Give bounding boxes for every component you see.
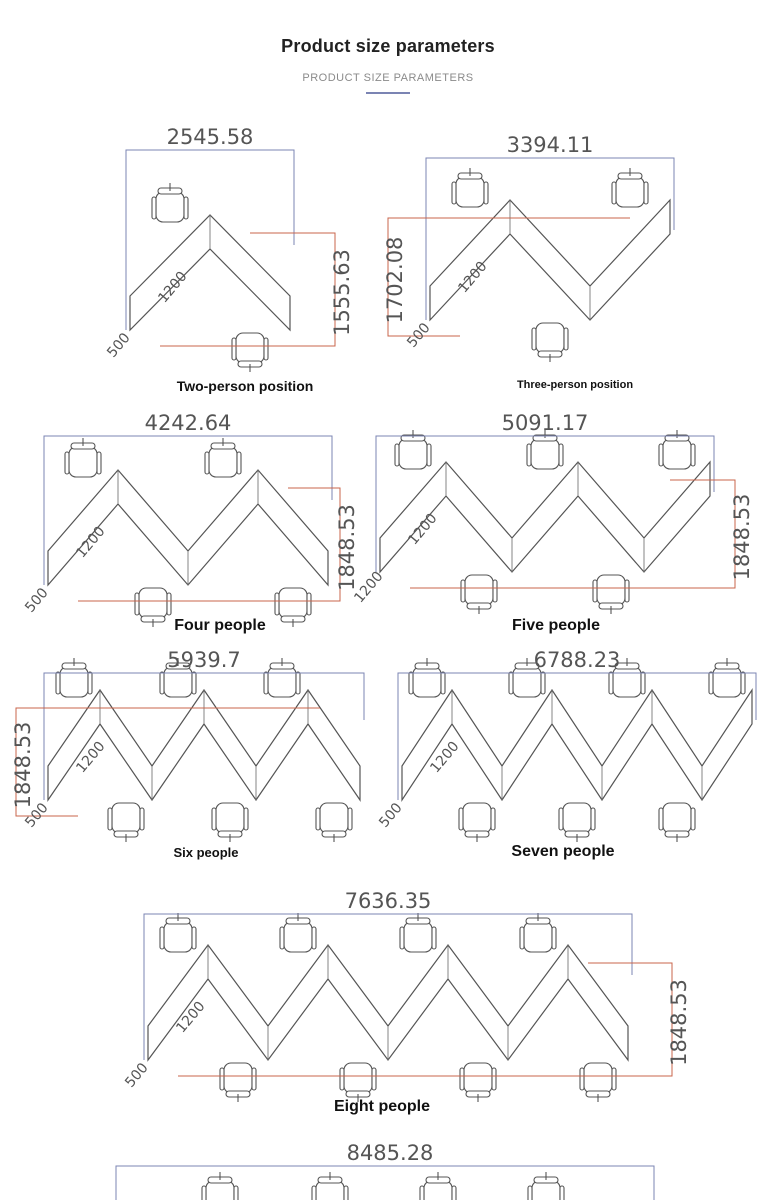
- width-dimension-line-0: [125, 149, 295, 330]
- chair-icon-7-2: [419, 1172, 457, 1200]
- chair-icon-6-4: [399, 913, 437, 953]
- chair-icon-5-4: [608, 658, 646, 698]
- chair-icon-5-5: [658, 802, 696, 842]
- height-label-6: 1848.53: [667, 979, 691, 1066]
- module-depth-label-1: 500: [404, 320, 433, 351]
- chair-icon-6-5: [459, 1062, 497, 1102]
- chair-icon-6-2: [279, 913, 317, 953]
- chair-icon-2-2: [204, 438, 242, 478]
- chair-icon-3-3: [592, 574, 630, 614]
- subtitle-underline: [366, 92, 410, 94]
- chair-icon-4-2: [159, 658, 197, 698]
- height-label-2: 1848.53: [335, 504, 359, 591]
- width-dimension-line-6: [143, 913, 633, 1060]
- chair-icon-7-1: [311, 1172, 349, 1200]
- caption-three-person: Three-person position: [516, 379, 634, 391]
- chair-icon-2-0: [64, 438, 102, 478]
- width-label-2: 4242.64: [145, 411, 232, 435]
- height-label-0: 1555.63: [330, 249, 354, 336]
- caption-five-people: Five people: [511, 617, 601, 634]
- chair-icon-5-1: [458, 802, 496, 842]
- chair-icon-2-1: [134, 587, 172, 627]
- chair-icon-3-1: [460, 574, 498, 614]
- desk-outline-5: [401, 687, 753, 803]
- chair-icon-7-0: [201, 1172, 239, 1200]
- height-dimension-line-2: [78, 487, 341, 602]
- chair-icon-6-7: [579, 1062, 617, 1102]
- chair-icon-6-1: [219, 1062, 257, 1102]
- chair-icon-1-1: [531, 322, 569, 362]
- width-dimension-line-2: [43, 435, 333, 585]
- width-label-1: 3394.11: [507, 133, 594, 157]
- chair-icon-7-3: [527, 1172, 565, 1200]
- chair-icon-5-3: [558, 802, 596, 842]
- width-dimension-line-1: [425, 157, 675, 320]
- height-label-3: 1848.53: [730, 494, 754, 581]
- chair-icon-3-4: [658, 430, 696, 470]
- chair-icon-0-0: [151, 183, 189, 223]
- chair-icon-4-4: [263, 658, 301, 698]
- width-label-7: 8485.28: [347, 1141, 434, 1165]
- width-dimension-line-7: [115, 1165, 655, 1200]
- width-label-4: 5939.7: [167, 648, 240, 672]
- height-dimension-line-4: [15, 707, 320, 817]
- module-depth-label-0: 500: [104, 330, 133, 361]
- chair-icon-6-0: [159, 913, 197, 953]
- page-title: Product size parameters: [281, 36, 495, 56]
- width-dimension-line-5: [397, 672, 757, 800]
- chair-icon-1-0: [451, 168, 489, 208]
- chair-icon-4-3: [211, 802, 249, 842]
- caption-seven-people: Seven people: [511, 843, 615, 860]
- chair-icon-2-3: [274, 587, 312, 627]
- width-label-0: 2545.58: [167, 125, 254, 149]
- caption-four-people: Four people: [174, 617, 266, 634]
- module-depth-label-5: 500: [376, 800, 405, 831]
- chair-icon-0-1: [231, 332, 269, 372]
- chair-icon-4-0: [55, 658, 93, 698]
- page-subtitle: PRODUCT SIZE PARAMETERS: [302, 72, 474, 84]
- height-dimension-line-3: [410, 479, 736, 589]
- chair-icon-4-5: [315, 802, 353, 842]
- height-dimension-line-6: [178, 962, 673, 1077]
- height-dimension-line-1: [387, 217, 630, 337]
- module-depth-label-2: 500: [22, 585, 51, 616]
- height-dimension-line-0: [160, 232, 336, 347]
- height-label-1: 1702.08: [383, 237, 407, 324]
- width-label-5: 6788.23: [534, 648, 621, 672]
- width-label-3: 5091.17: [502, 411, 589, 435]
- caption-eight-people: Eight people: [334, 1098, 430, 1115]
- width-dimension-line-3: [375, 435, 715, 572]
- module-depth-label-6: 500: [122, 1060, 151, 1091]
- chair-icon-1-2: [611, 168, 649, 208]
- chair-icon-4-1: [107, 802, 145, 842]
- chair-icon-5-6: [708, 658, 746, 698]
- chair-icon-5-2: [508, 658, 546, 698]
- chair-icon-6-3: [339, 1062, 377, 1102]
- height-label-4: 1848.53: [11, 722, 35, 809]
- width-label-6: 7636.35: [345, 889, 432, 913]
- chair-icon-5-0: [408, 658, 446, 698]
- desk-outline-1: [429, 198, 671, 322]
- caption-six-people: Six people: [173, 845, 239, 860]
- caption-two-person: Two-person position: [176, 378, 314, 394]
- width-dimension-line-4: [43, 672, 365, 800]
- chair-icon-6-6: [519, 913, 557, 953]
